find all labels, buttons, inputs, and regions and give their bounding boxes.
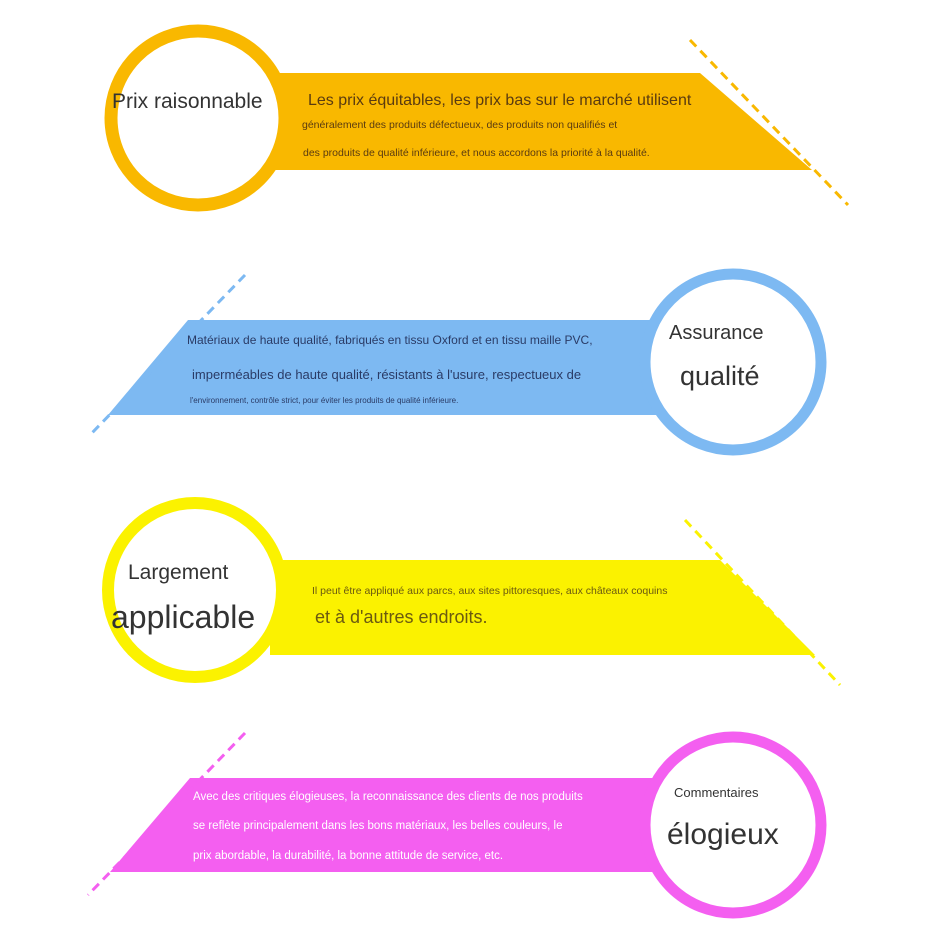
section-2-line-2: imperméables de haute qualité, résistant… — [192, 367, 582, 382]
section-2-line-1: Matériaux de haute qualité, fabriqués en… — [187, 333, 593, 347]
blue-banner — [108, 320, 660, 415]
section-1-title: Prix raisonnable — [112, 90, 263, 113]
section-4-line-2: se reflète principalement dans les bons … — [193, 820, 563, 832]
orange-dashed-line — [688, 38, 850, 207]
section-2-line-3: l'environnement, contrôle strict, pour é… — [190, 396, 459, 405]
section-3-line-2: et à d'autres endroits. — [315, 607, 488, 627]
section-4-title-line-1: Commentaires — [674, 785, 759, 800]
section-3-title-line-2: applicable — [111, 599, 256, 635]
pink-dashed-line — [86, 731, 247, 897]
pink-banner — [110, 778, 660, 872]
section-4-title-line-2: élogieux — [667, 818, 779, 851]
yellow-circle — [102, 497, 288, 683]
yellow-dashed-line — [683, 518, 842, 687]
section-3-line-1: Il peut être appliqué aux parcs, aux sit… — [312, 585, 668, 597]
section-1-line-1: Les prix équitables, les prix bas sur le… — [308, 92, 692, 109]
section-3-title-line-1: Largement — [128, 561, 229, 584]
section-2-title-line-2: qualité — [680, 361, 760, 391]
yellow-banner — [270, 560, 815, 655]
section-1-line-2: généralement des produits défectueux, de… — [302, 119, 618, 131]
pink-circle — [639, 731, 827, 919]
section-4-line-1: Avec des critiques élogieuses, la reconn… — [193, 791, 583, 803]
blue-circle — [639, 268, 827, 456]
section-1-line-3: des produits de qualité inférieure, et n… — [303, 147, 650, 159]
section-4-line-3: prix abordable, la durabilité, la bonne … — [193, 850, 504, 862]
section-2-title-line-1: Assurance — [669, 322, 764, 344]
orange-banner — [270, 73, 812, 170]
blue-dashed-line — [88, 273, 247, 437]
orange-circle — [104, 24, 292, 212]
